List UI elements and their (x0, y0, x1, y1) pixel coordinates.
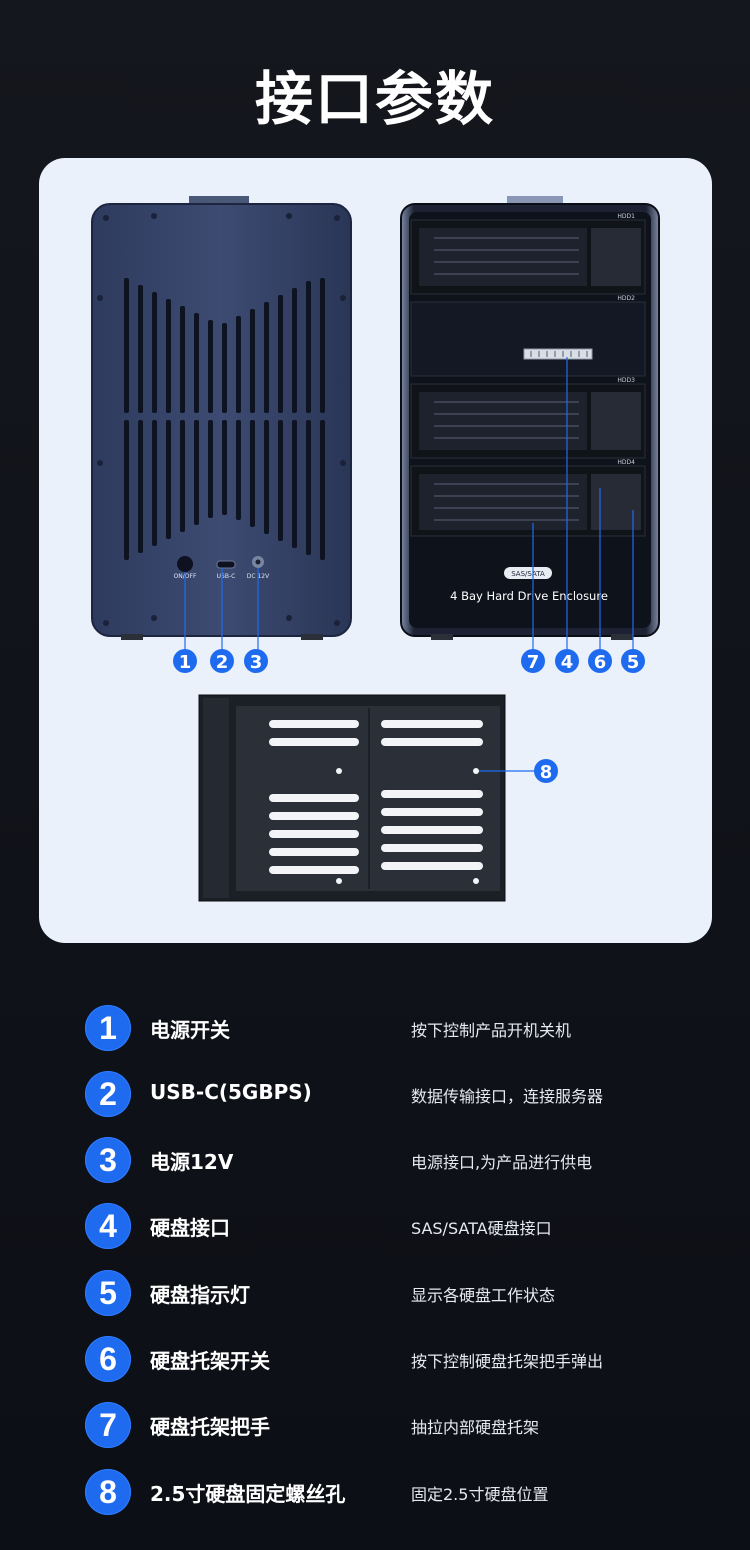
callout-5 (621, 649, 645, 673)
spec-name: 硬盘托架开关 (150, 1349, 270, 1373)
spec-row: 6 硬盘托架开关 按下控制硬盘托架把手弹出 (0, 1333, 750, 1383)
svg-text:7: 7 (527, 652, 540, 673)
spec-name: 硬盘指示灯 (150, 1283, 250, 1307)
page-title: 接口参数 (254, 65, 495, 133)
svg-text:8: 8 (540, 762, 553, 783)
spec-row: 7 硬盘托架把手 抽拉内部硬盘托架 (0, 1399, 750, 1449)
callout-badges: 1 2 3 7 4 6 5 8 (173, 649, 645, 783)
spec-description: 按下控制产品开机关机 (411, 1021, 572, 1040)
spec-description: 数据传输接口，连接服务器 (411, 1087, 604, 1106)
bay-label-hdd3: HDD3 (617, 377, 635, 384)
spec-name: 电源12V (150, 1150, 234, 1174)
back-vent-slots (124, 278, 325, 560)
sas-sata-badge (504, 567, 552, 579)
drive-bays: HDD1 HDD2 HDD3 HDD4 (410, 213, 646, 537)
sas-sata-badge-text: SAS/SATA (511, 570, 545, 578)
number-badge: 5 (85, 1270, 131, 1316)
spec-description: 显示各硬盘工作状态 (411, 1286, 556, 1305)
callout-8 (534, 759, 558, 783)
spec-name: 硬盘接口 (150, 1216, 230, 1240)
spec-description: SAS/SATA硬盘接口 (411, 1219, 552, 1238)
number-badge: 1 (85, 1005, 131, 1051)
callout-7 (521, 649, 545, 673)
number-badge: 8 (85, 1469, 131, 1515)
enclosure-back-view: ON/OFF USB-C DC 12V (91, 196, 352, 650)
spec-row: 5 硬盘指示灯 显示各硬盘工作状态 (0, 1267, 750, 1317)
bay-label-hdd4: HDD4 (617, 459, 635, 466)
spec-row: 8 2.5寸硬盘固定螺丝孔 固定2.5寸硬盘位置 (0, 1466, 750, 1516)
number-badge: 6 (85, 1336, 131, 1382)
callout-4 (555, 649, 579, 673)
number-badge: 3 (85, 1137, 131, 1183)
svg-text:2: 2 (216, 652, 229, 673)
svg-text:4: 4 (561, 652, 574, 673)
svg-text:1: 1 (179, 652, 192, 673)
spec-row: 2 USB-C(5GBPS) 数据传输接口，连接服务器 (0, 1068, 750, 1118)
spec-name: 2.5寸硬盘固定螺丝孔 (150, 1482, 346, 1506)
spec-row: 1 电源开关 按下控制产品开机关机 (0, 1002, 750, 1052)
callout-2 (210, 649, 234, 673)
spec-description: 抽拉内部硬盘托架 (411, 1418, 540, 1437)
usb-port-label: USB-C (217, 573, 236, 580)
number-badge: 7 (85, 1402, 131, 1448)
product-illustration-panel: ON/OFF USB-C DC 12V (39, 158, 712, 943)
number-badge: 4 (85, 1203, 131, 1249)
spec-row: 3 电源12V 电源接口,为产品进行供电 (0, 1134, 750, 1184)
power-button-icon (177, 556, 193, 572)
svg-text:6: 6 (594, 652, 607, 673)
spec-description: 固定2.5寸硬盘位置 (411, 1485, 549, 1504)
callout-6 (588, 649, 612, 673)
spec-name: USB-C(5GBPS) (150, 1080, 312, 1104)
callout-1 (173, 649, 197, 673)
tray-screw-holes (336, 768, 479, 884)
svg-text:3: 3 (250, 652, 263, 673)
spec-name: 硬盘托架把手 (150, 1415, 270, 1439)
spec-description: 按下控制硬盘托架把手弹出 (411, 1352, 604, 1371)
drive-tray (198, 694, 535, 902)
enclosure-front-view: HDD1 HDD2 HDD3 HDD4 SAS/SATA 4 Bay Hard … (400, 196, 660, 650)
svg-text:5: 5 (627, 652, 640, 673)
enclosure-illustration: ON/OFF USB-C DC 12V (91, 196, 660, 902)
usb-c-port-icon (216, 560, 236, 569)
front-label-text: 4 Bay Hard Drive Enclosure (450, 589, 608, 603)
bay-label-hdd1: HDD1 (617, 213, 635, 220)
spec-description: 电源接口,为产品进行供电 (411, 1153, 593, 1172)
tray-vent-slots (269, 720, 483, 874)
bay-label-hdd2: HDD2 (617, 295, 635, 302)
number-badge: 2 (85, 1071, 131, 1117)
spec-row: 4 硬盘接口 SAS/SATA硬盘接口 (0, 1200, 750, 1250)
spec-name: 电源开关 (150, 1018, 230, 1042)
sata-connector-icon (523, 348, 593, 360)
callout-3 (244, 649, 268, 673)
